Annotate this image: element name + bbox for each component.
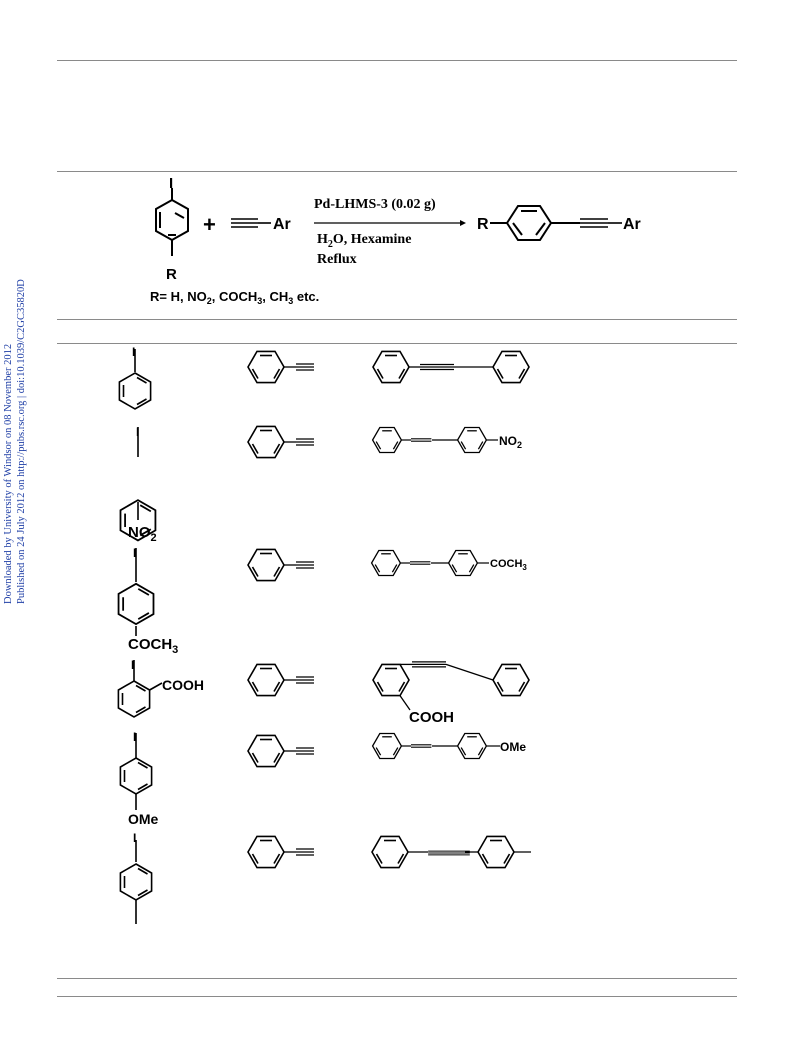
row4-substrate-iodo: I — [131, 658, 134, 672]
row5-substrate-iodo: I — [133, 730, 136, 744]
scheme-arrow — [314, 220, 466, 226]
row3-product-coch3: COCH3 — [490, 558, 527, 572]
row3-alkyne — [248, 549, 314, 580]
row4-product — [372, 661, 530, 711]
row6-alkyne — [248, 836, 314, 867]
row3-substrate-iodo: I — [133, 546, 136, 560]
row4-alkyne — [248, 664, 314, 695]
rule-header-bottom — [57, 319, 737, 320]
scheme-catalyst: Pd-LHMS-3 (0.02 g) — [314, 197, 436, 212]
row2-alkyne — [248, 426, 314, 457]
row2-product — [371, 426, 498, 454]
scheme-alkyne-ar: Ar — [273, 216, 291, 233]
scheme-alkyne — [231, 218, 271, 228]
row3-substrate-coch3: COCH3 — [128, 636, 178, 656]
row1-alkyne — [248, 351, 314, 382]
row5-substrate-ome: OMe — [128, 811, 159, 827]
row4-product-cooh: COOH — [409, 709, 454, 726]
row2-substrate — [119, 427, 157, 542]
rule-body-top — [57, 343, 737, 344]
scheme-substrate — [155, 188, 189, 256]
row2-substrate-iodo: I — [136, 425, 139, 439]
row5-substrate — [119, 733, 153, 810]
scheme-substrate-r: R — [166, 266, 177, 283]
scheme-product-r: R — [477, 216, 489, 233]
row3-substrate — [117, 548, 155, 636]
row6-substrate-iodo: I — [133, 831, 136, 845]
rule-header-top — [57, 171, 737, 172]
scheme-plus: + — [203, 212, 216, 237]
row1-substrate — [118, 349, 152, 410]
rule-footer — [57, 996, 737, 997]
rule-body-bottom — [57, 978, 737, 979]
scheme-conditions-reflux: Reflux — [317, 252, 357, 267]
reaction-scheme: I R + Ar Pd-LHMS-3 (0.02 g) H2O, Hexamin… — [150, 175, 641, 306]
scheme-product — [490, 205, 580, 241]
row5-product-ome: OMe — [500, 740, 526, 754]
scheme-substrate-iodo: I — [169, 175, 173, 192]
row6-substrate — [119, 840, 153, 924]
scheme-product-ar: Ar — [623, 216, 641, 233]
row5-alkyne — [248, 735, 314, 766]
row2-product-no2: NO2 — [499, 434, 522, 450]
row1-substrate-iodo: I — [132, 345, 135, 359]
row6-product — [371, 835, 531, 869]
row2-substrate-no2: NO2 — [128, 524, 157, 544]
scheme-conditions-solvent: H2O, Hexamine — [317, 232, 411, 250]
row5-product — [371, 732, 500, 760]
row3-product — [370, 549, 489, 577]
row4-substrate — [117, 660, 163, 718]
row4-substrate-cooh: COOH — [162, 677, 204, 693]
row1-product — [372, 350, 530, 384]
rule-top — [57, 60, 737, 61]
scheme-r-definition: R= H, NO2, COCH3, CH3 etc. — [150, 289, 319, 306]
